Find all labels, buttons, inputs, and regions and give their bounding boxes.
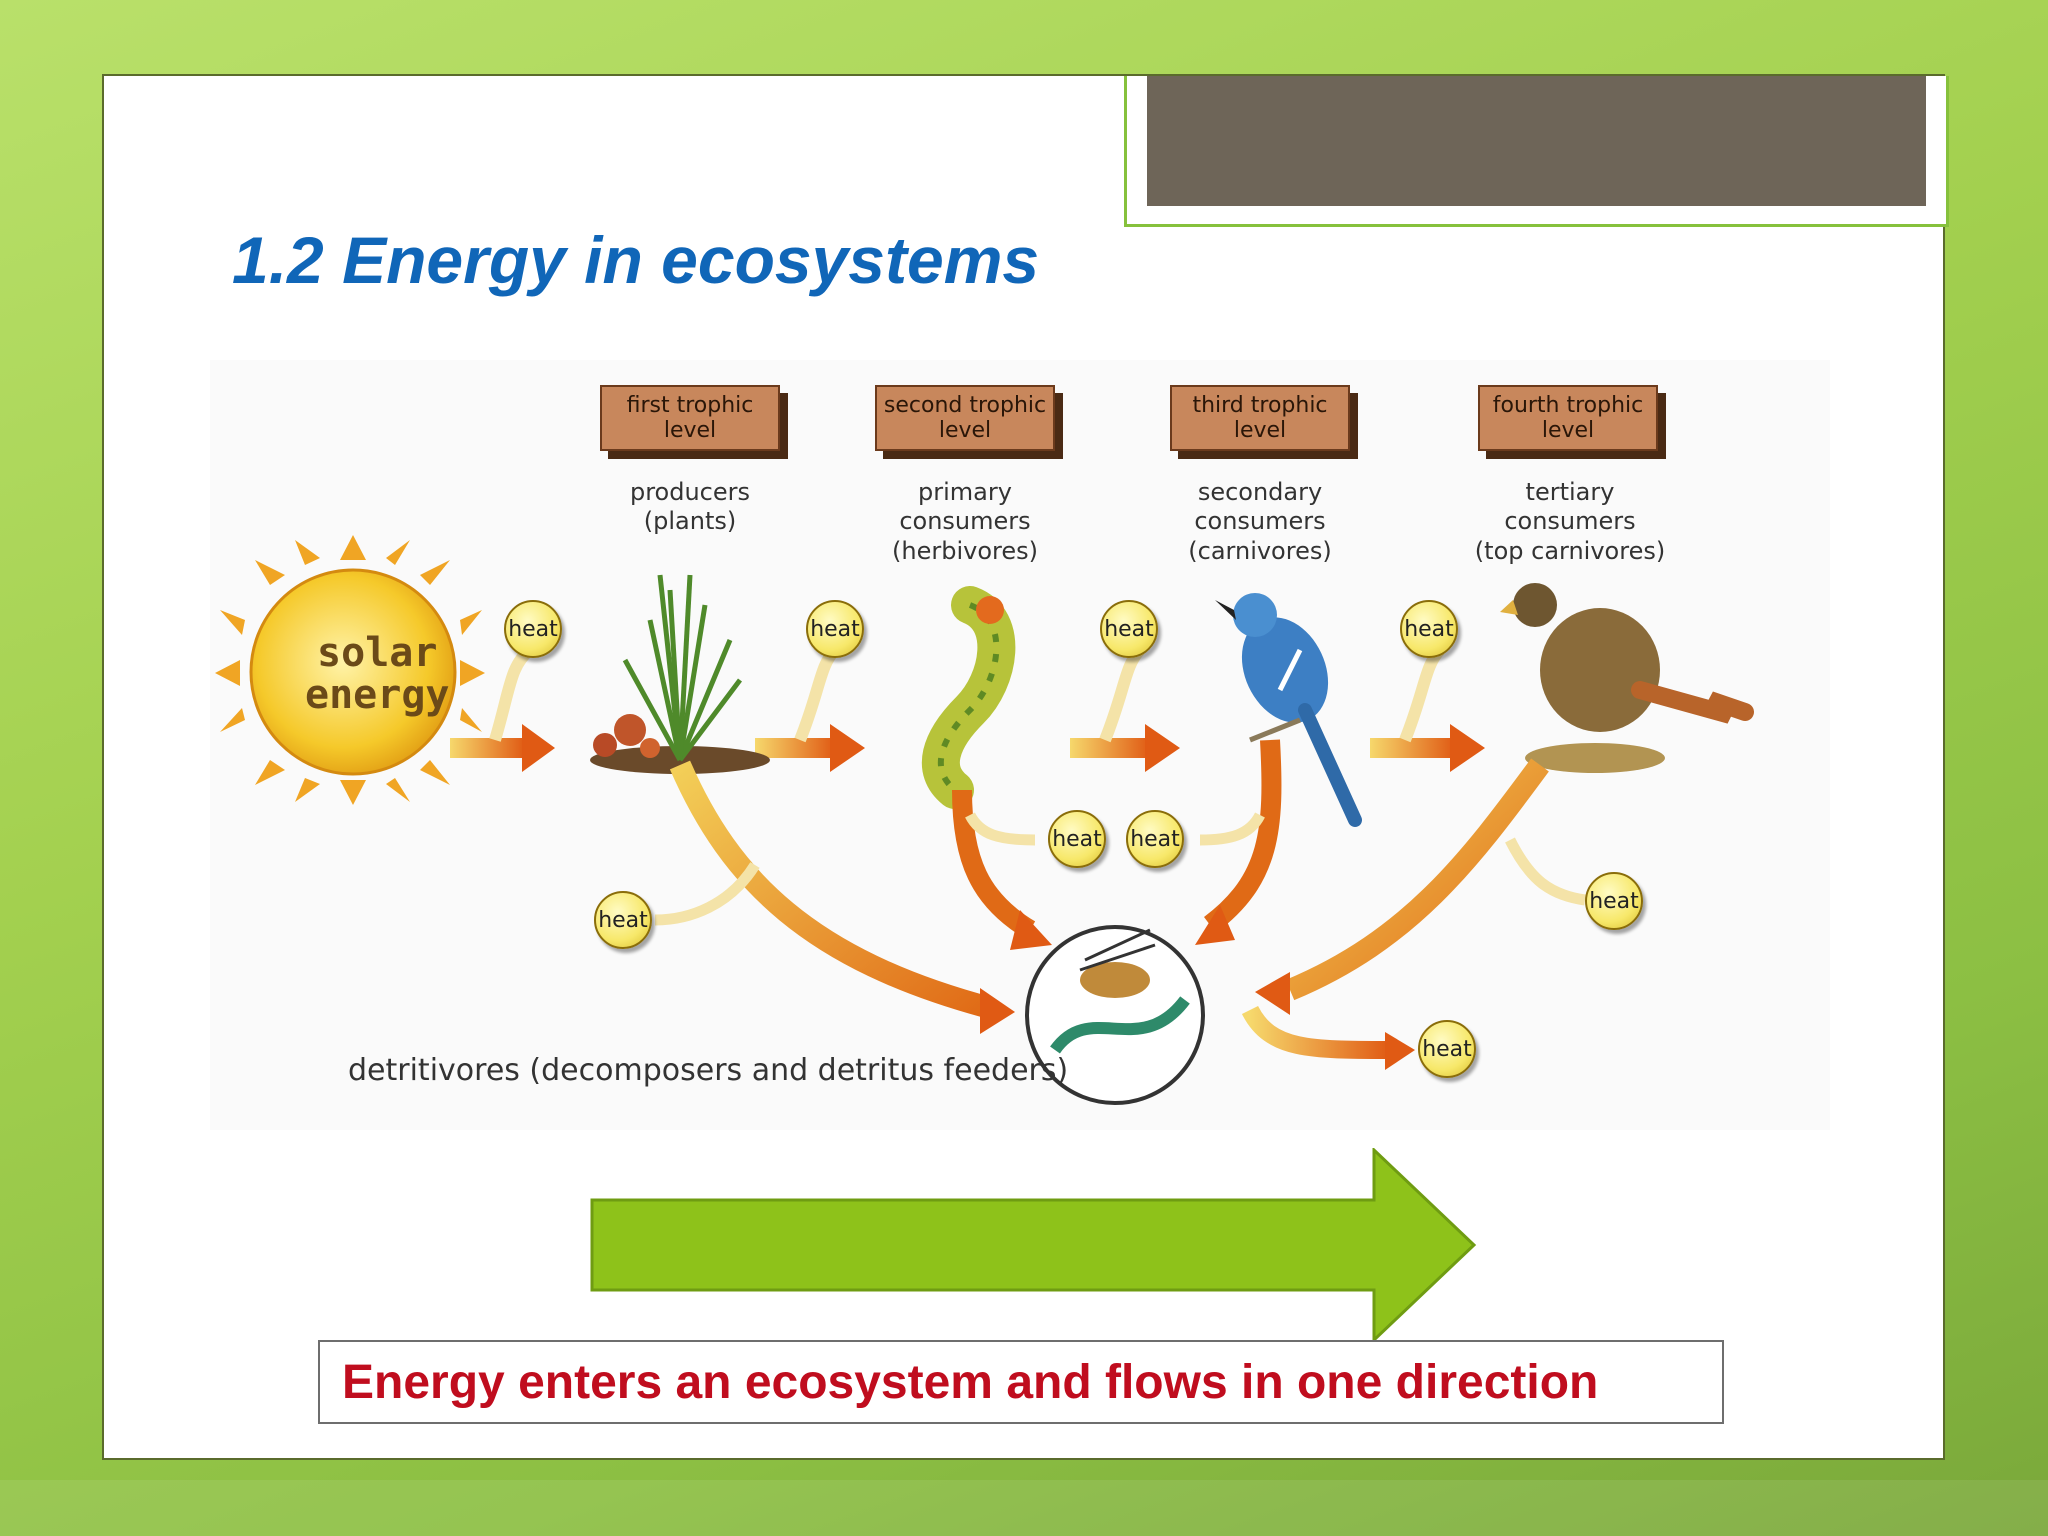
heat-ball: heat (1126, 810, 1184, 868)
level-4-line1: fourth trophic (1492, 393, 1644, 418)
level-1-line2: level (663, 418, 717, 444)
arrowhead-primary-detritivores (1010, 910, 1052, 950)
heat-ball: heat (1418, 1020, 1476, 1078)
flow-arrow-detritivores-to-heat (1241, 1005, 1391, 1059)
arrowhead-detritivores-heat (1385, 1032, 1415, 1070)
hawk-icon (1500, 583, 1754, 773)
heat-ball: heat (1100, 600, 1158, 658)
decomposer-icon (1025, 925, 1205, 1105)
title-placeholder-tab (1124, 76, 1949, 227)
trophic-level-box-1: first trophic level (600, 385, 780, 451)
heat-ball: heat (594, 891, 652, 949)
trophic-level-box-2: second trophic level (875, 385, 1055, 451)
level-2-description: primary consumers (herbivores) (875, 478, 1055, 566)
level-2-desc-line1: primary (918, 478, 1012, 506)
level-1-desc-line2: (plants) (643, 507, 737, 536)
arrowhead-producers-detritivores (980, 988, 1015, 1034)
level-4-desc-line1: tertiary (1525, 478, 1615, 506)
sun-label: solar energy (305, 632, 450, 716)
direction-arrow-icon (590, 1148, 1477, 1343)
flow-arrow-primary-to-detritivores (952, 789, 1036, 939)
flow-arrow-secondary-to-tertiary (1370, 724, 1485, 772)
detritivores-label: detritivores (decomposers and detritus f… (348, 1053, 1069, 1088)
caterpillar-icon (921, 586, 1016, 809)
heat-ball: heat (1048, 810, 1106, 868)
level-3-line2: level (1233, 418, 1287, 444)
flow-arrow-producers-to-detritivores (669, 760, 993, 1019)
title-placeholder-fill (1147, 76, 1926, 206)
level-3-desc-line3: (carnivores) (1188, 536, 1332, 565)
level-2-desc-line2: consumers (899, 507, 1031, 536)
heat-ball: heat (1585, 872, 1643, 930)
slide-title: 1.2 Energy in ecosystems (232, 223, 1040, 297)
level-1-desc-line1: producers (629, 478, 751, 506)
level-2-line2: level (938, 418, 992, 444)
level-4-desc-line3: (top carnivores) (1474, 536, 1666, 565)
sun-label-line2: energy (305, 672, 450, 718)
energy-flow-diagram: solar energy first trophic level second … (210, 360, 1830, 1130)
flow-arrow-sun-to-producers (450, 724, 555, 772)
level-3-desc-line2: consumers (1194, 507, 1326, 536)
level-2-line1: second trophic (883, 393, 1047, 418)
level-4-desc-line2: consumers (1504, 507, 1636, 536)
plant-icon (590, 574, 770, 774)
level-4-description: tertiary consumers (top carnivores) (1450, 478, 1690, 566)
caption-text: Energy enters an ecosystem and flows in … (342, 1355, 1599, 1409)
sun-icon (215, 535, 485, 805)
level-4-line2: level (1541, 418, 1595, 444)
heat-side-arrows (654, 812, 1586, 926)
level-2-desc-line3: (herbivores) (892, 536, 1038, 565)
caption-box: Energy enters an ecosystem and flows in … (318, 1340, 1724, 1424)
level-3-desc-line1: secondary (1197, 478, 1323, 506)
arrowhead-secondary-detritivores (1195, 905, 1235, 945)
level-1-line1: first trophic (626, 393, 754, 418)
flow-arrow-primary-to-secondary (1070, 724, 1180, 772)
level-1-description: producers (plants) (600, 478, 780, 537)
background-stripe (0, 1480, 2048, 1536)
flow-arrow-producers-to-primary (755, 724, 865, 772)
heat-ball: heat (504, 600, 562, 658)
level-3-description: secondary consumers (carnivores) (1160, 478, 1360, 566)
bird-icon (1215, 593, 1362, 827)
flow-arrow-tertiary-to-detritivores (1285, 758, 1549, 1001)
heat-ball: heat (1400, 600, 1458, 658)
arrowhead-tertiary-detritivores (1255, 972, 1290, 1015)
level-3-line1: third trophic (1192, 393, 1328, 418)
diagram-canvas (215, 535, 1754, 1105)
flow-arrow-secondary-to-detritivores (1203, 739, 1282, 933)
sun-label-line1: solar (317, 630, 438, 676)
trophic-level-box-4: fourth trophic level (1478, 385, 1658, 451)
trophic-level-box-3: third trophic level (1170, 385, 1350, 451)
heat-ball: heat (806, 600, 864, 658)
